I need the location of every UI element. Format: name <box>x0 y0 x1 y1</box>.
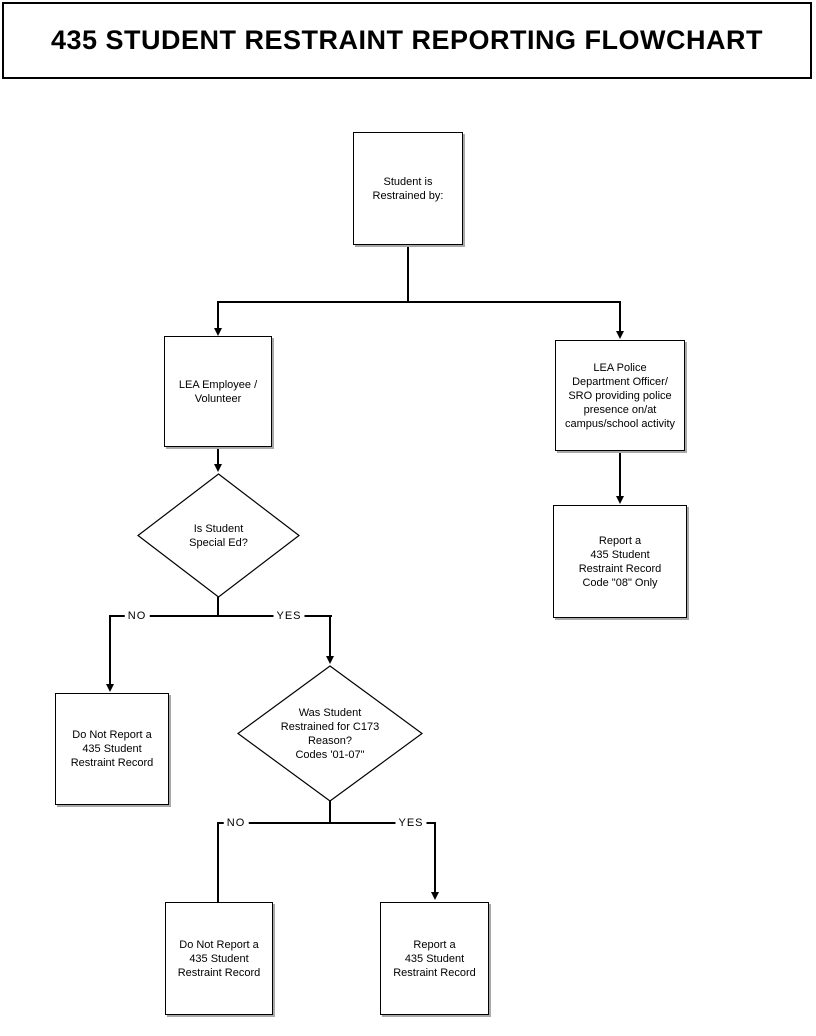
node-lea-police-sro: LEA Police Department Officer/ SRO provi… <box>555 340 685 451</box>
diamond-shape <box>237 665 423 802</box>
node-label: Report a 435 Student Restraint Record Co… <box>578 534 662 589</box>
decision-restrained-c173-reason: Was Student Restrained for C173 Reason? … <box>237 665 423 802</box>
node-label: Do Not Report a 435 Student Restraint Re… <box>70 729 154 769</box>
connector-police-to-report08 <box>619 450 621 497</box>
node-label: Report a 435 Student Restraint Record <box>393 938 476 979</box>
edge-label-yes: YES <box>395 817 427 830</box>
node-label: Was Student Restrained for C173 Reason? … <box>280 706 380 761</box>
arrowhead-icon <box>326 656 334 664</box>
connector-specialed-no-down <box>109 615 111 685</box>
connector-start-down <box>407 245 409 303</box>
node-lea-employee-volunteer: LEA Employee / Volunteer <box>164 336 272 447</box>
node-label: Is Student Special Ed? <box>189 522 248 549</box>
arrowhead-icon <box>616 496 624 504</box>
connector-employee-to-specialed <box>217 446 219 465</box>
decision-is-student-special-ed: Is Student Special Ed? <box>137 473 300 598</box>
node-do-not-report-c173: Do Not Report a 435 Student Restraint Re… <box>165 902 273 1015</box>
node-student-restrained-by: Student is Restrained by: <box>353 132 463 245</box>
node-label: Do Not Report a 435 Student Restraint Re… <box>177 938 261 979</box>
arrowhead-icon <box>106 684 114 692</box>
connector-c173-down <box>329 801 331 824</box>
arrowhead-icon <box>214 328 222 336</box>
edge-label-no: NO <box>124 610 150 623</box>
page-title: 435 STUDENT RESTRAINT REPORTING FLOWCHAR… <box>50 25 764 55</box>
arrowhead-icon <box>431 892 439 900</box>
connector-to-lea-employee <box>217 301 219 329</box>
title-box: 435 STUDENT RESTRAINT REPORTING FLOWCHAR… <box>2 2 812 79</box>
arrowhead-icon <box>616 331 624 339</box>
node-report-435-c173: Report a 435 Student Restraint Record <box>380 902 489 1015</box>
arrowhead-icon <box>214 464 222 472</box>
connector-specialed-yes-down <box>329 615 331 657</box>
connector-specialed-horizontal <box>109 615 332 617</box>
connector-branch-horizontal <box>217 301 621 303</box>
connector-specialed-down <box>217 597 219 617</box>
node-label: LEA Police Department Officer/ SRO provi… <box>564 361 676 430</box>
node-label: Student is Restrained by: <box>372 175 444 202</box>
connector-to-lea-police <box>619 301 621 332</box>
node-label: LEA Employee / Volunteer <box>178 378 258 405</box>
connector-c173-no-down <box>217 822 219 902</box>
edge-label-yes: YES <box>273 610 305 623</box>
connector-c173-yes-down <box>434 822 436 893</box>
connector-c173-horizontal <box>217 822 436 824</box>
node-do-not-report-special-ed: Do Not Report a 435 Student Restraint Re… <box>55 693 169 805</box>
diamond-shape <box>137 473 300 598</box>
edge-label-no: NO <box>223 817 249 830</box>
node-report-435-code-08: Report a 435 Student Restraint Record Co… <box>553 505 687 618</box>
